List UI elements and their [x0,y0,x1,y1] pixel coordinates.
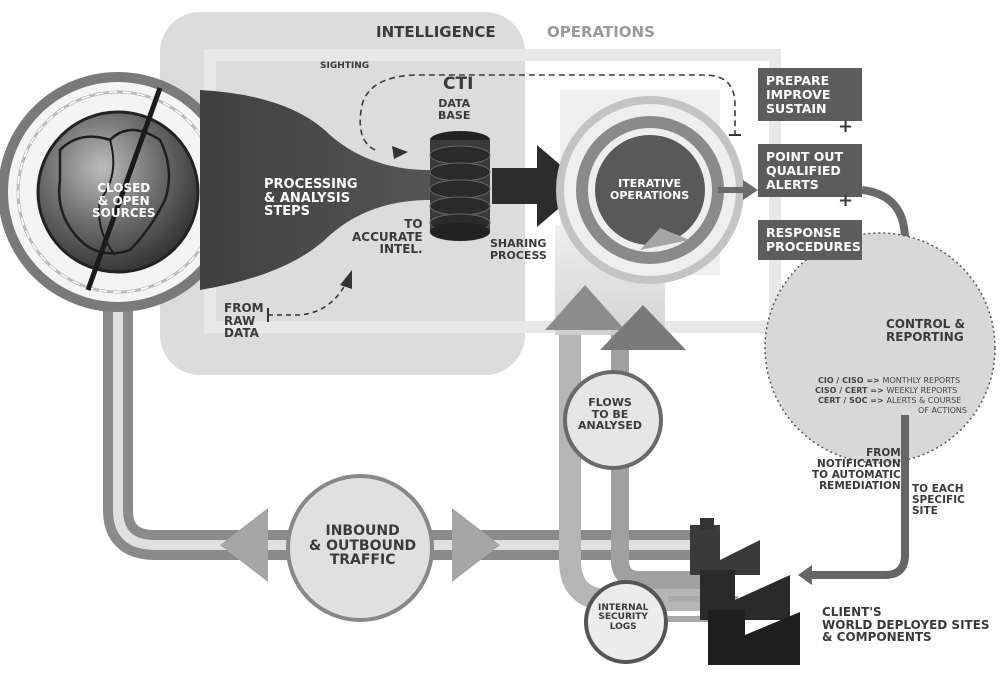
sighting-label: SIGHTING [320,61,370,71]
action-prepare: PREPARE IMPROVE SUSTAIN [758,68,862,122]
flows-label: FLOWS TO BE ANALYSED [578,396,643,433]
client-label: CLIENT'S WORLD DEPLOYED SITES & COMPONEN… [822,605,990,645]
action-response: RESPONSE PROCEDURES [758,220,862,260]
raw-data-line [268,284,346,316]
plus-sign-2: + [838,190,854,211]
traffic-arrow-left [220,508,268,582]
header-operations: OPERATIONS [547,23,655,41]
cti-database-icon [429,131,491,241]
control-row-2: CISO / CERT => WEEKLY REPORTS [815,386,958,395]
processing-funnel [200,90,430,290]
to-sites-arrow [810,415,909,579]
flows-circle [563,370,663,470]
flows-arrow-left [545,285,625,330]
cti-subtitle: DATA BASE [438,97,471,122]
traffic-arrow-right [452,508,500,582]
logs-label: INTERNAL SECURITY LOGS [598,603,649,632]
control-circle [764,232,996,464]
notification-label: FROM NOTIFICATION TO AUTOMATIC REMEDIATI… [812,447,901,493]
flows-arrow-right [600,305,686,350]
globe [36,110,200,274]
to-actions-arrow [743,180,758,200]
plus-sign-1: + [838,116,854,137]
sharing-label: SHARING PROCESS [490,237,547,262]
sources-label: CLOSED & OPEN SOURCES [92,181,156,221]
traffic-circle [286,474,434,622]
control-row-3: CERT / SOC => ALERTS & COURSE [818,396,962,405]
control-row-4: OF ACTIONS [918,406,967,415]
each-site-label: TO EACH SPECIFIC SITE [912,483,965,518]
cti-title: CTI [443,74,474,94]
processing-label: PROCESSING & ANALYSIS STEPS [264,177,358,220]
iterative-label: ITERATIVE OPERATIONS [610,177,690,202]
raw-data-label: FROM RAW DATA [224,301,264,341]
control-row-1: CIO / CISO => MONTHLY REPORTS [818,376,961,385]
sighting-loop [359,74,736,151]
iterative-core [595,135,705,245]
action-alerts: POINT OUT QUALIFIED ALERTS [758,144,862,198]
logs-circle [584,580,668,664]
accurate-intel-label: TO ACCURATE INTEL. [352,217,423,257]
factory-icons [690,518,800,665]
control-title: CONTROL & REPORTING [886,317,965,344]
traffic-label: INBOUND & OUTBOUND TRAFFIC [309,523,417,569]
header-intelligence: INTELLIGENCE [376,23,496,41]
